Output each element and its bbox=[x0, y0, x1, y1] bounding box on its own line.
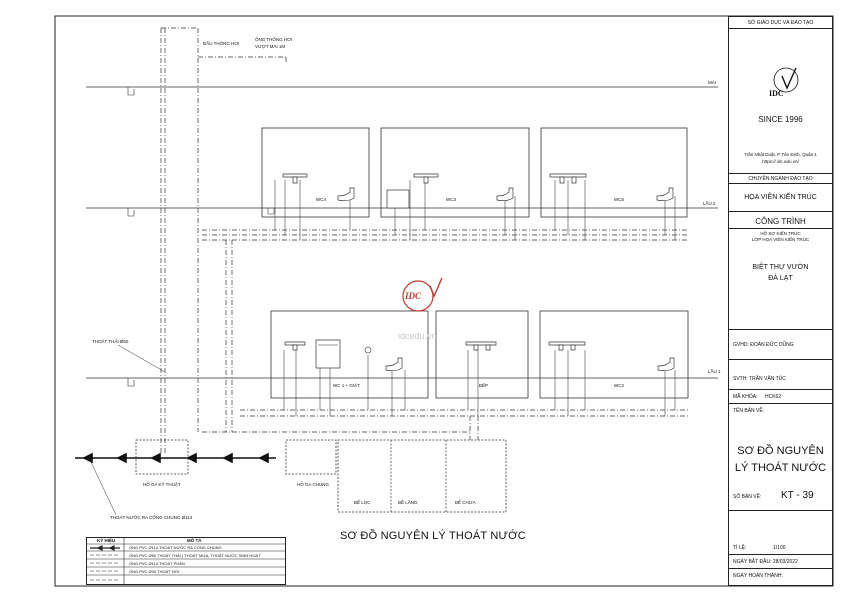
tb-logo-text: IDC bbox=[769, 89, 784, 98]
septic-tank bbox=[337, 439, 507, 513]
legend-row: ỐNG PVC Ø114 THOÁT NƯỚC RA CỐNG CHUNG bbox=[129, 545, 222, 550]
tb-ti-le-value: 1/100 bbox=[773, 545, 786, 551]
label-wc3: WC3 bbox=[446, 197, 456, 202]
main-outlet bbox=[75, 452, 276, 464]
tb-org: SỞ GIÁO DỤC VÀ ĐÀO TẠO bbox=[747, 20, 814, 26]
label-wc2: WC2 bbox=[614, 383, 624, 388]
tb-project-1: BIỆT THỰ VƯỜN bbox=[752, 264, 809, 271]
tb-ten-ban-ve-1: SƠ ĐỒ NGUYÊN bbox=[737, 445, 824, 457]
room-wc2 bbox=[539, 310, 689, 399]
center-logo-ring bbox=[402, 280, 434, 312]
tb-ma-khoa-value: HCK62 bbox=[765, 394, 782, 400]
washing-machine-icon bbox=[315, 339, 341, 369]
tb-hoa-vien: HỌA VIÊN KIẾN TRÚC bbox=[744, 194, 817, 201]
watermark: idcedu.vn bbox=[398, 331, 437, 341]
room-wc5 bbox=[540, 127, 688, 218]
label-dau-thong-hoi: ĐẦU THÔNG HƠI bbox=[203, 41, 240, 46]
floor-drain-icon bbox=[364, 346, 372, 354]
tb-chuyen-nganh: CHUYÊN NGÀNH ĐÀO TẠO bbox=[748, 176, 813, 182]
legend-row: ỐNG PVC Ø60 THOÁT THẢI ( THOÁT MƯA, THOÁ… bbox=[129, 553, 261, 558]
room-wc3 bbox=[380, 127, 530, 218]
label-mai: MÁI bbox=[708, 80, 717, 85]
room-wc4 bbox=[261, 127, 370, 218]
tb-ten-ban-ve-label: TÊN BẢN VẼ: bbox=[733, 408, 765, 414]
tb-address: Trần Nhật Duật, P Tân Định, Quận 1 bbox=[744, 152, 817, 157]
tb-lop: LỚP HỌA VIÊN KIẾN TRÚC bbox=[751, 237, 810, 242]
label-be-chua: BỂ CHỨA bbox=[455, 500, 476, 505]
label-wc1-giat: WC 1 + GIẶT bbox=[333, 383, 360, 388]
manhole-technical bbox=[135, 439, 189, 475]
tb-cong-trinh: CÔNG TRÌNH bbox=[755, 217, 806, 226]
room-wc1 bbox=[270, 310, 429, 399]
legend-table: KÝ HIỆU MÔ TẢ ỐNG PVC Ø114 THOÁT NƯỚC RA… bbox=[86, 537, 286, 585]
tb-ma-khoa-label: MÃ KHÓA: bbox=[733, 394, 758, 400]
label-bep: BẾP bbox=[479, 383, 489, 388]
label-wc5: WC5 bbox=[614, 197, 624, 202]
tb-logo-check bbox=[781, 67, 797, 90]
legend-col-desc: MÔ TẢ bbox=[187, 538, 202, 543]
risers-upper bbox=[274, 180, 676, 240]
manhole-common bbox=[285, 439, 337, 475]
legend-symbols bbox=[90, 545, 120, 551]
legend-col-symbol: KÝ HIỆU bbox=[97, 538, 116, 543]
tb-so-ban-ve-value: KT - 39 bbox=[781, 490, 814, 501]
label-be-lang: BỂ LẮNG bbox=[398, 500, 418, 505]
tb-so-ban-ve-label: SỐ BẢN VẼ: bbox=[733, 494, 762, 500]
tb-svth: SVTH: TRẦN VĂN TÚC bbox=[733, 376, 786, 382]
label-ong-thong-hoi-1: ỐNG THÔNG HƠI bbox=[255, 37, 293, 42]
toilet-fixtures bbox=[337, 187, 675, 372]
legend-dash bbox=[90, 554, 120, 581]
risers-lower bbox=[283, 350, 676, 416]
center-logo-text: IDC bbox=[405, 291, 422, 301]
label-thoat-nuoc-ra: THOÁT NƯỚC RA CỐNG CHUNG Ø114 bbox=[110, 515, 193, 520]
tb-ngay-bat-dau: NGÀY BẮT ĐẦU: 28/03/2022 bbox=[733, 559, 798, 565]
sheet-border bbox=[54, 15, 834, 587]
legend-row: ỐNG PVC Ø114 THOÁT PHÂN bbox=[129, 561, 185, 566]
tb-project-2: ĐÀ LẠT bbox=[768, 275, 793, 282]
tb-ti-le-label: TỈ LỆ: bbox=[733, 545, 747, 551]
label-lau1: LẦU 1 bbox=[708, 369, 721, 374]
label-thoat-thai: THOÁT THẢI Ø60 bbox=[92, 339, 129, 344]
legend-grid bbox=[86, 537, 286, 585]
label-ho-ga-ky-thuat: HỐ GA KỸ THUẬT bbox=[143, 482, 181, 487]
label-ho-ga-chung: HỐ GA CHUNG bbox=[297, 482, 330, 487]
tb-ngay-hoan-thanh: NGÀY HOÀN THÀNH: bbox=[733, 573, 783, 579]
tb-since: SINCE 1996 bbox=[758, 115, 803, 124]
tb-ho-so: HỒ SƠ KIẾN TRÚC bbox=[760, 231, 801, 236]
leader-thoat-nuoc bbox=[89, 459, 117, 516]
sink-fixtures bbox=[282, 173, 587, 351]
label-be-loc: BỂ LỌC bbox=[354, 500, 371, 505]
tb-website: https:// idc.edu.vn/ bbox=[762, 159, 799, 164]
label-wc4: WC4 bbox=[316, 197, 326, 202]
main-title: SƠ ĐỒ NGUYÊN LÝ THOÁT NƯỚC bbox=[340, 530, 526, 542]
floor-traps bbox=[127, 87, 275, 387]
vent-pipes bbox=[160, 27, 688, 455]
room-bep bbox=[435, 310, 529, 399]
legend-row: ỐNG PVC Ø34 THOÁT HƠI bbox=[129, 569, 180, 574]
leader-thoat-thai bbox=[117, 344, 166, 373]
tb-ten-ban-ve-2: LÝ THOÁT NƯỚC bbox=[734, 462, 827, 474]
tb-gvhd: GVHD: ĐOÀN ĐỨC DŨNG bbox=[733, 342, 794, 348]
title-block: SỞ GIÁO DỤC VÀ ĐÀO TẠO IDC SINCE 1996 Tr… bbox=[728, 16, 833, 586]
label-lau2: LẦU 2 bbox=[703, 201, 716, 206]
basin-wc3 bbox=[386, 189, 410, 209]
label-ong-thong-hoi-2: VƯỢT MÁI 1M bbox=[255, 44, 286, 49]
